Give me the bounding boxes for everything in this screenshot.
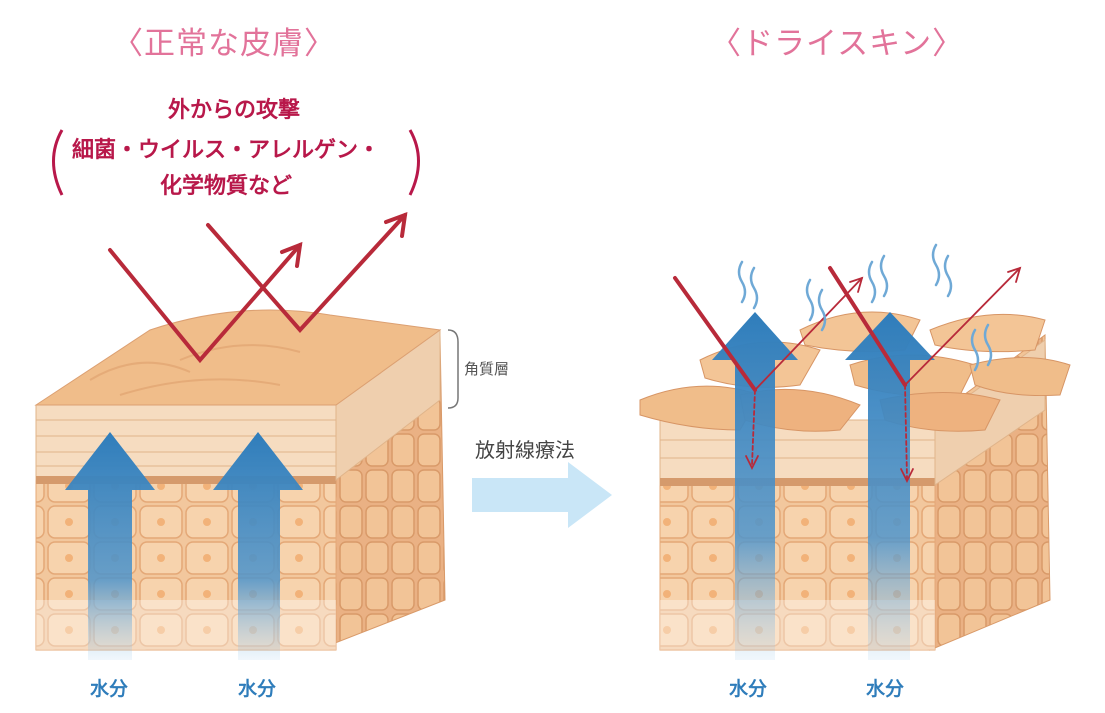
water-label: 水分 <box>238 678 277 700</box>
attack-paren-right <box>408 129 420 196</box>
water-arrow-icon <box>65 432 303 660</box>
dry-skin-title: 〈ドライスキン〉 <box>710 26 965 62</box>
attack-paren-left <box>52 129 64 196</box>
attack-examples-line1: 細菌・ウイルス・アレルゲン・ <box>72 138 381 163</box>
attack-title: 外からの攻撃 <box>168 98 301 123</box>
attack-arrow-icon <box>108 211 408 364</box>
water-label: 水分 <box>866 678 905 700</box>
corneum-bracket <box>447 329 459 409</box>
water-arrow-icon <box>712 312 935 660</box>
water-label: 水分 <box>90 678 129 700</box>
steam-icon <box>737 243 993 372</box>
radiation-therapy-label: 放射線療法 <box>475 438 575 462</box>
stratum-corneum-label: 角質層 <box>464 360 510 378</box>
process-arrow-icon <box>472 462 612 528</box>
normal-skin-block <box>34 309 446 651</box>
dry-skin-block <box>639 311 1071 651</box>
attack-examples-line2: 化学物質など <box>160 174 293 199</box>
attack-arrow-icon <box>673 266 1022 484</box>
water-label: 水分 <box>729 678 768 700</box>
normal-skin-title: 〈正常な皮膚〉 <box>112 26 336 62</box>
